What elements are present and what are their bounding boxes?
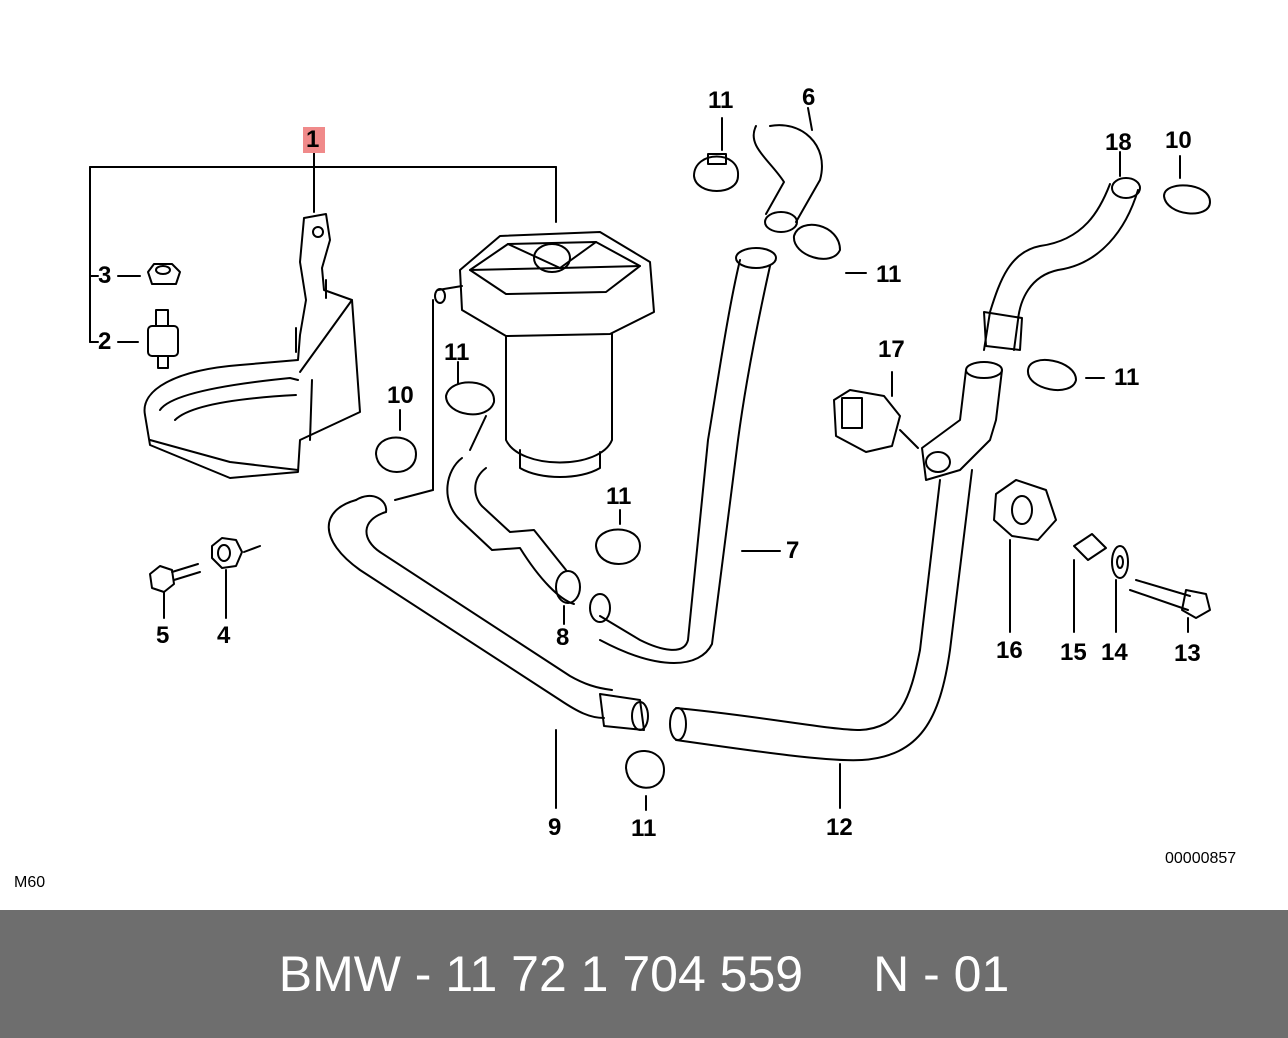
model-code: M60	[14, 874, 46, 891]
diagram-position: N - 01	[873, 946, 1010, 1002]
hose-8-part	[446, 457, 581, 625]
hose-12-part	[669, 469, 973, 809]
air-pump-part	[394, 231, 655, 501]
part-label-1[interactable]: 1	[306, 126, 320, 153]
part-label-7[interactable]: 7	[786, 537, 800, 564]
flange-nut-part	[211, 537, 261, 619]
part-label-3[interactable]: 3	[98, 262, 112, 289]
sleeve-15-part	[1073, 533, 1107, 633]
part-label-9[interactable]: 9	[548, 814, 562, 841]
part-label-10-upper[interactable]: 10	[1165, 127, 1192, 154]
pipe-18-part	[921, 151, 1141, 481]
part-label-2[interactable]: 2	[98, 328, 112, 355]
hose-6-part	[752, 107, 823, 233]
part-footer-text: BMW - 11 72 1 704 559 N - 01	[0, 910, 1288, 1038]
part-label-16[interactable]: 16	[996, 637, 1023, 664]
screw-13-part	[1129, 579, 1211, 633]
part-label-11-pipe[interactable]: 11	[1114, 364, 1140, 391]
part-label-15[interactable]: 15	[1060, 639, 1087, 666]
part-label-18[interactable]: 18	[1105, 129, 1132, 156]
part-label-10-lower[interactable]: 10	[387, 382, 414, 409]
image-number: 00000857	[1165, 850, 1237, 867]
rubber-mount-part	[147, 309, 179, 369]
part-label-11-top[interactable]: 11	[708, 87, 734, 114]
part-label-11-pump[interactable]: 11	[444, 339, 470, 366]
hose-9-part	[327, 494, 649, 809]
hose-clamps	[375, 117, 1211, 811]
assembly-bracket-lines	[89, 151, 557, 343]
part-label-17[interactable]: 17	[878, 336, 905, 363]
part-label-8[interactable]: 8	[556, 624, 570, 651]
sensor-17-part	[833, 371, 919, 453]
hose-7-part	[589, 247, 781, 664]
part-label-12[interactable]: 12	[826, 814, 853, 841]
part-label-5[interactable]: 5	[156, 622, 170, 649]
part-label-4[interactable]: 4	[217, 622, 231, 649]
pump-bracket-part	[143, 213, 361, 479]
part-label-11-middle[interactable]: 11	[606, 483, 632, 510]
part-footer-bar: BMW - 11 72 1 704 559 N - 01	[0, 910, 1288, 1038]
part-number: BMW - 11 72 1 704 559	[278, 946, 804, 1002]
part-label-14[interactable]: 14	[1101, 639, 1128, 666]
part-label-13[interactable]: 13	[1174, 640, 1201, 667]
part-label-6[interactable]: 6	[802, 84, 816, 111]
part-label-11-right[interactable]: 11	[876, 261, 902, 288]
part-1-highlight	[303, 127, 325, 153]
nut-part	[147, 263, 181, 285]
bolt-part	[149, 563, 201, 619]
valve-16-part	[993, 479, 1057, 633]
parts-diagram	[89, 107, 1211, 811]
washer-14-part	[1111, 545, 1129, 633]
part-label-11-bottom[interactable]: 11	[631, 815, 657, 842]
